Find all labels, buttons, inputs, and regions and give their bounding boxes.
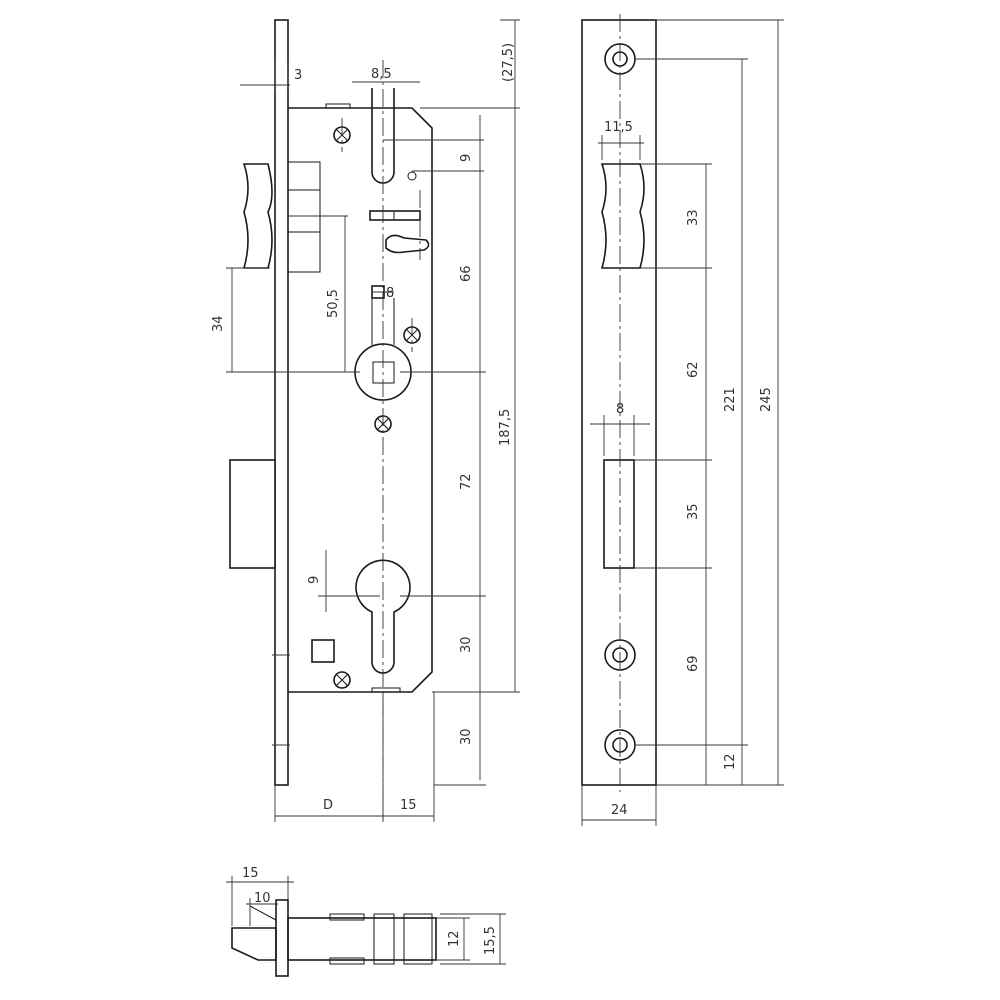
dim-15-5: 15,5 [483, 926, 498, 955]
dim-30-a: 30 [459, 636, 474, 653]
bottom-case [287, 917, 437, 961]
dim-3: 3 [294, 68, 302, 83]
lever [385, 234, 430, 254]
dim-24: 24 [611, 803, 628, 818]
lock-dimension-lines [226, 19, 520, 822]
dim-35: 35 [686, 503, 701, 520]
dim-8-spindle: 8 [386, 286, 394, 301]
strike-plate [581, 19, 657, 786]
forend-plate [274, 19, 289, 786]
dim-11-5: 11,5 [604, 120, 633, 135]
dim-8-strike: 8 [616, 402, 624, 417]
cylinder-hole [355, 559, 411, 674]
dim-33: 33 [686, 209, 701, 226]
bottom-latch [231, 927, 277, 961]
pin-hole [407, 171, 417, 181]
dim-D: D [323, 798, 333, 813]
dim-69: 69 [686, 655, 701, 672]
dim-72: 72 [459, 473, 474, 490]
bottom-forend [275, 899, 289, 977]
dim-30-b: 30 [459, 728, 474, 745]
dim-10-bottom: 10 [254, 891, 271, 906]
dim-34: 34 [211, 315, 226, 332]
screw-bottom [333, 671, 351, 689]
dim-9-top: 9 [459, 154, 474, 162]
dim-221: 221 [723, 387, 738, 412]
bottom-notch [371, 687, 401, 692]
dim-12-strike: 12 [723, 753, 738, 770]
strike-plate-view [581, 14, 784, 826]
slider-bar [369, 210, 421, 221]
dimension-labels: 3 8,5 (27,5) 9 66 50,5 8 34 187,5 72 9 3… [211, 43, 774, 955]
dim-245: 245 [759, 387, 774, 412]
dim-62: 62 [686, 361, 701, 378]
bolt-opening [603, 459, 635, 569]
dim-187-5: 187,5 [498, 409, 513, 446]
dim-15-bottom: 15 [242, 866, 259, 881]
dim-27-5: (27,5) [501, 43, 516, 82]
dim-66: 66 [459, 265, 474, 282]
dim-8-5: 8,5 [371, 67, 392, 82]
dim-12-bottom: 12 [447, 930, 462, 947]
dim-9-cylinder: 9 [307, 576, 322, 584]
latch-opening [600, 163, 645, 269]
lock-case [288, 107, 433, 693]
dim-50-5: 50,5 [326, 289, 341, 318]
lock-bottom-view [226, 876, 506, 977]
follower-square [372, 361, 395, 384]
small-square [311, 639, 335, 663]
top-notch [325, 103, 351, 108]
dim-15-base: 15 [400, 798, 417, 813]
lock-front-view [229, 19, 433, 820]
dead-bolt [229, 459, 276, 569]
